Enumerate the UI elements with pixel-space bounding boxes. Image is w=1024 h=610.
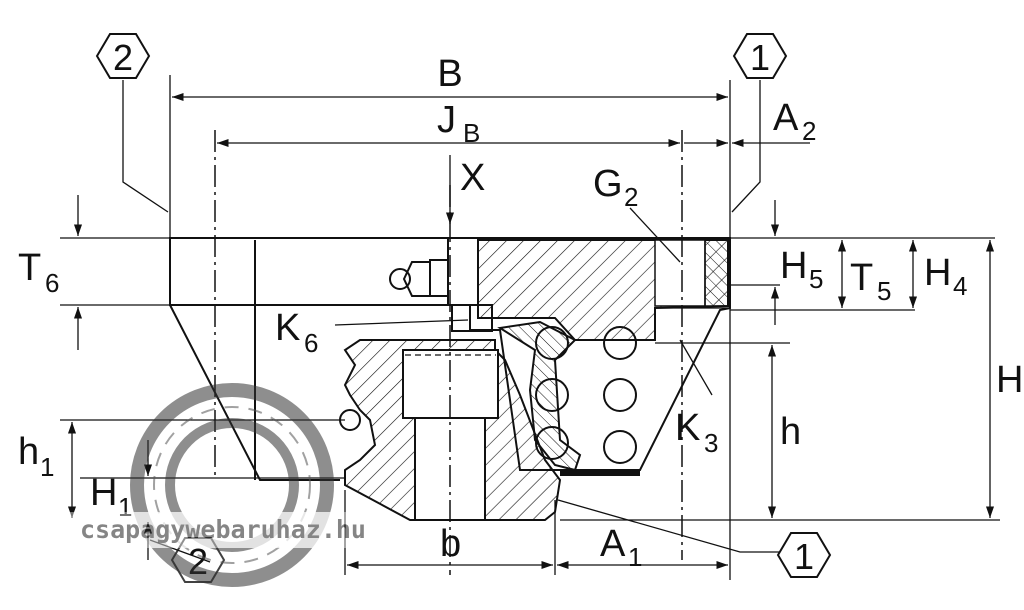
k6-insert	[451, 304, 493, 332]
callout-1-bottom: 1	[776, 532, 832, 578]
label-h1: h 1	[18, 431, 54, 482]
label-K6: K 6	[275, 307, 318, 358]
svg-text:1: 1	[750, 37, 770, 78]
svg-text:1: 1	[118, 492, 132, 522]
label-H1: H 1	[90, 472, 132, 522]
svg-text:A: A	[600, 523, 626, 565]
lube-nipple	[389, 237, 479, 306]
label-T6: T 6	[18, 247, 59, 298]
label-H4: H 4	[924, 252, 967, 301]
watermark: csapagywebaruhaz.hu	[70, 383, 390, 587]
label-JB: J B	[437, 99, 480, 148]
label-A2: A 2	[773, 97, 816, 146]
svg-text:G: G	[593, 163, 623, 205]
svg-text:6: 6	[304, 328, 318, 358]
svg-text:2: 2	[624, 182, 638, 212]
svg-text:1: 1	[794, 536, 814, 577]
svg-text:H: H	[780, 245, 807, 287]
svg-text:2: 2	[113, 37, 133, 78]
bearing-logo-icon	[130, 383, 334, 587]
svg-text:6: 6	[45, 268, 59, 298]
svg-text:3: 3	[704, 428, 718, 458]
svg-text:T: T	[850, 257, 873, 299]
label-H5: H 5	[780, 245, 823, 294]
label-K3: K 3	[675, 407, 718, 458]
label-H: H	[996, 359, 1023, 401]
svg-text:5: 5	[877, 276, 891, 306]
callout-1-top: 1	[732, 33, 788, 79]
svg-text:A: A	[773, 97, 799, 139]
svg-text:4: 4	[953, 271, 967, 301]
carriage-body	[169, 237, 731, 481]
label-h: h	[780, 411, 801, 453]
svg-text:T: T	[18, 247, 41, 289]
svg-text:H: H	[924, 252, 951, 294]
svg-text:5: 5	[809, 264, 823, 294]
label-G2: G 2	[593, 163, 638, 212]
svg-text:h: h	[18, 431, 39, 473]
seal-retainer	[497, 320, 640, 476]
label-b: b	[440, 523, 461, 565]
svg-text:1: 1	[628, 542, 642, 572]
svg-text:K: K	[275, 307, 300, 349]
label-X: X	[460, 157, 485, 199]
svg-text:1: 1	[40, 452, 54, 482]
svg-text:K: K	[675, 407, 700, 449]
label-A1: A 1	[600, 523, 642, 572]
label-T5: T 5	[850, 257, 891, 306]
callout-2-top: 2	[95, 33, 151, 79]
svg-text:J: J	[437, 99, 456, 141]
svg-text:B: B	[463, 118, 480, 148]
svg-text:2: 2	[802, 116, 816, 146]
label-B: B	[437, 53, 462, 95]
extension-lines	[60, 75, 1000, 580]
watermark-text: csapagywebaruhaz.hu	[80, 515, 366, 544]
svg-text:H: H	[90, 472, 117, 514]
ball-row	[535, 326, 637, 464]
